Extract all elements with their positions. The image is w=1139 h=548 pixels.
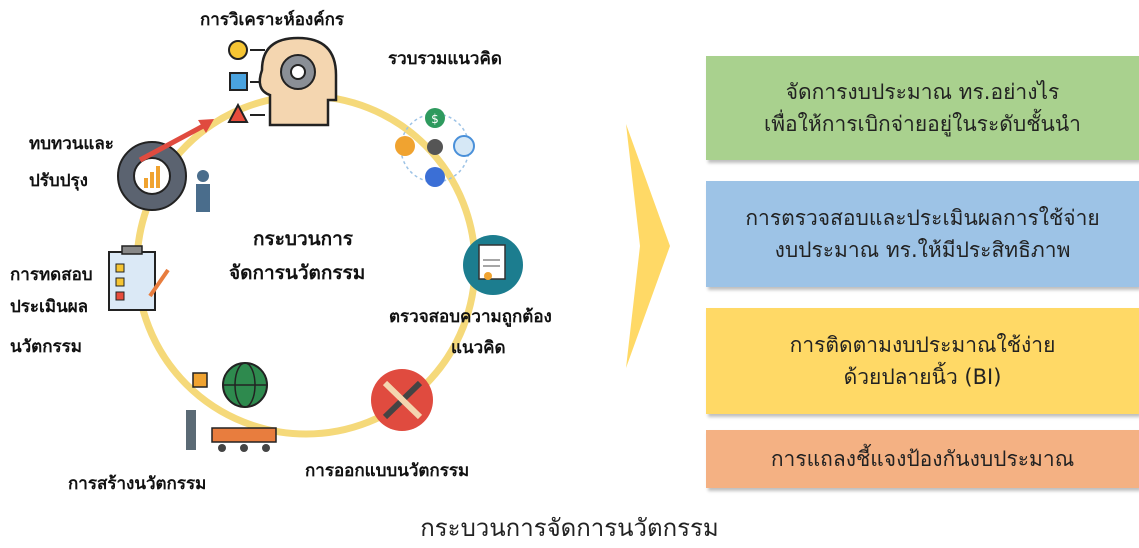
step-verify-label-1: ตรวจสอบความถูกต้อง [389,307,552,327]
document-check-icon [463,235,523,295]
outcome-3-line-1: การติดตามงบประมาณใช้ง่าย [789,333,1056,357]
step-build-label: การสร้างนวัตกรรม [68,474,207,494]
design-tools-icon [371,369,433,431]
outcome-box-bi-tracking: การติดตามงบประมาณใช้ง่าย ด้วยปลายนิ้ว (B… [706,308,1139,414]
outcome-2-line-2: งบประมาณ ทร.ให้มีประสิทธิภาพ [774,238,1071,262]
checklist-clipboard-icon [108,245,170,311]
cycle-center-title-1: กระบวนการ [253,228,354,250]
cycle-diagram: $ [108,36,523,452]
factory-robot-icon [186,362,277,452]
step-review-label-2: ปรับปรุง [29,171,88,191]
network-ideas-icon: $ [395,108,475,187]
outcome-box-evaluation: การตรวจสอบและประเมินผลการใช้จ่าย งบประมา… [706,181,1139,287]
step-verify-label-2: แนวคิด [451,338,506,358]
step-analyze-label: การวิเคราะห์องค์กร [200,10,345,30]
step-gather-label: รวบรวมแนวคิด [388,49,502,69]
figure-caption: กระบวนการจัดการนวัตกรรม [420,514,719,542]
step-test-label-3: นวัตกรรม [10,337,82,357]
outcome-3-line-2: ด้วยปลายนิ้ว (BI) [843,365,1002,389]
outcome-1-line-1: จัดการงบประมาณ ทร.อย่างไร [785,80,1060,104]
step-review-label-1: ทบทวนและ [29,134,114,154]
outcome-1-line-2: เพื่อให้การเบิกจ่ายอยู่ในระดับชั้นนำ [764,112,1081,136]
outcome-2-line-1: การตรวจสอบและประเมินผลการใช้จ่าย [745,206,1100,230]
cycle-center-title-2: จัดการนวัตกรรม [229,262,366,284]
head-gear-icon [227,36,338,127]
step-test-label-2: ประเมินผล [10,297,89,317]
outcome-box-budget-defense: การแถลงชี้แจงป้องกันงบประมาณ [706,430,1139,488]
gear-growth-icon [117,119,214,212]
outcome-4-line-1: การแถลงชี้แจงป้องกันงบประมาณ [770,447,1075,471]
chevron-arrow-icon [626,124,670,368]
step-test-label-1: การทดสอบ [10,265,93,285]
step-design-label: การออกแบบนวัตกรรม [305,461,470,481]
outcome-box-budget-management: จัดการงบประมาณ ทร.อย่างไร เพื่อให้การเบิ… [706,56,1139,160]
svg-text:$: $ [431,112,439,126]
